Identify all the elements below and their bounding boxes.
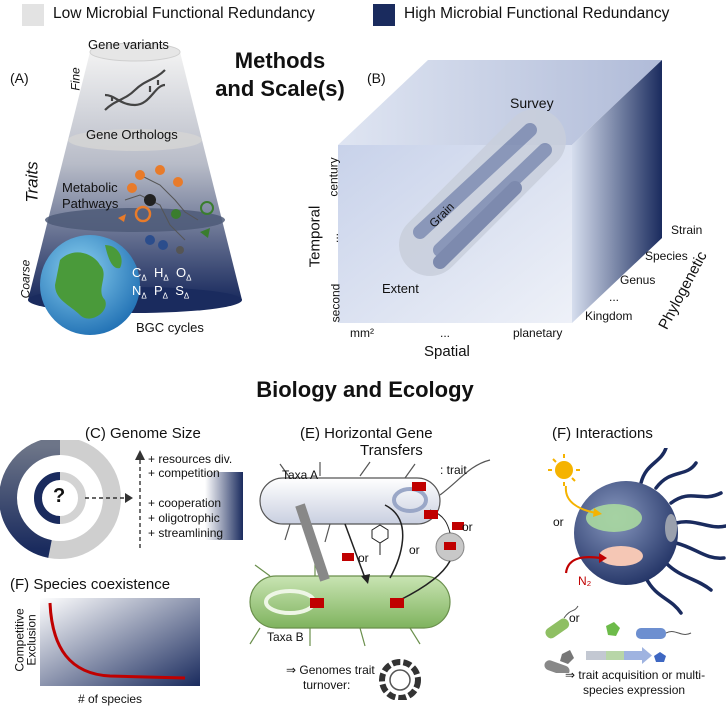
microbe-icons	[544, 605, 692, 673]
legend-label-high: High Microbial Functional Redundancy	[404, 5, 670, 22]
hgt-footer-2: turnover:	[303, 678, 351, 692]
metabolic-network-icon	[118, 165, 214, 254]
temporal-tick-ellipsis: ...	[327, 232, 342, 244]
bgc-cycles-label: BGC cycles	[136, 320, 204, 335]
earth-icon	[40, 235, 140, 335]
panel-a-tag: (A)	[10, 70, 29, 86]
methods-title-line1: Methods	[234, 48, 326, 73]
turnover-ring-icon	[379, 659, 421, 700]
phylo-tick-ellipsis: ...	[609, 290, 620, 304]
legend-swatch-high	[373, 4, 395, 26]
hgt-footer-1: ⇒ Genomes trait	[286, 663, 375, 677]
interactions-n2: N₂	[578, 574, 592, 588]
metabolic-label-1: Metabolic	[62, 180, 118, 195]
spatial-tick-ellipsis: ...	[440, 326, 451, 340]
phylo-tick-genus: Genus	[620, 273, 656, 287]
sun-icon	[548, 454, 580, 486]
genome-bullet-4: + oligotrophic	[148, 511, 220, 525]
interactions-footer-2: species expression	[583, 683, 686, 697]
genome-ring-graphic	[0, 440, 243, 559]
gene-variants-label: Gene variants	[88, 37, 169, 52]
interactions-or-1: or	[553, 515, 564, 529]
genome-bullet-5: + streamlining	[148, 526, 224, 540]
phylo-tick-strain: Strain	[671, 223, 703, 237]
coexistence-ylabel-2: Exclusion	[24, 614, 39, 666]
taxa-b-label: Taxa B	[267, 630, 304, 644]
hgt-graphic	[249, 459, 491, 700]
survey-label: Survey	[510, 95, 554, 111]
panel-c-title: (C) Genome Size	[85, 425, 201, 442]
elements-row-1: CΔ HΔ OΔ	[132, 265, 192, 283]
hgt-title-2: Transfers	[360, 442, 423, 459]
temporal-tick-second: second	[328, 283, 343, 323]
temporal-axis-label: Temporal	[306, 205, 324, 268]
panel-b-cube-graphic	[338, 60, 662, 323]
dna-helix-icon	[104, 69, 166, 111]
hgt-title-1: (E) Horizontal Gene	[300, 425, 433, 442]
genome-bullet-3: + cooperation	[148, 496, 222, 510]
genome-bullet-2: + competition	[148, 466, 220, 480]
taxa-a-label: Taxa A	[282, 468, 319, 482]
hgt-or-1: or	[358, 551, 369, 565]
interactions-or-2: or	[569, 611, 580, 625]
survey-tube	[399, 109, 566, 276]
hgt-or-3: or	[462, 520, 473, 534]
spatial-tick-planetary: planetary	[513, 326, 563, 340]
interactions-footer-1: ⇒ trait acquisition or multi-	[565, 668, 706, 682]
phage-icon	[371, 524, 389, 555]
extent-label: Extent	[382, 281, 419, 296]
interactions-graphic	[544, 448, 726, 673]
coexistence-title: (F) Species coexistence	[10, 576, 171, 593]
phylo-tick-kingdom: Kingdom	[585, 309, 633, 323]
interactions-title: (F) Interactions	[552, 425, 653, 442]
metabolic-label-2: Pathways	[62, 196, 119, 211]
gene-orthologs-label: Gene Orthologs	[86, 127, 178, 142]
coexistence-plot	[40, 598, 200, 686]
spatial-axis-label: Spatial	[424, 343, 470, 360]
methods-title-line2: and Scale(s)	[215, 76, 345, 101]
coexistence-curve	[48, 602, 186, 680]
genome-question-mark: ?	[53, 485, 66, 507]
genome-bullet-1: + resources div.	[148, 452, 233, 466]
legend-swatch-low	[22, 4, 44, 26]
elements-row-2: NΔ PΔ SΔ	[132, 283, 190, 301]
panel-b-tag: (B)	[367, 70, 386, 86]
biology-title: Biology and Ecology	[256, 377, 474, 402]
trait-key-label: : trait	[440, 463, 467, 477]
panel-a-cone-graphic	[28, 42, 242, 335]
legend-label-low: Low Microbial Functional Redundancy	[53, 5, 315, 22]
hgt-or-2: or	[409, 543, 420, 557]
coexistence-xlabel: # of species	[78, 692, 143, 706]
spatial-tick-mm2: mm²	[350, 326, 374, 340]
temporal-tick-century: century	[326, 157, 341, 197]
phylo-tick-species: Species	[645, 249, 688, 263]
